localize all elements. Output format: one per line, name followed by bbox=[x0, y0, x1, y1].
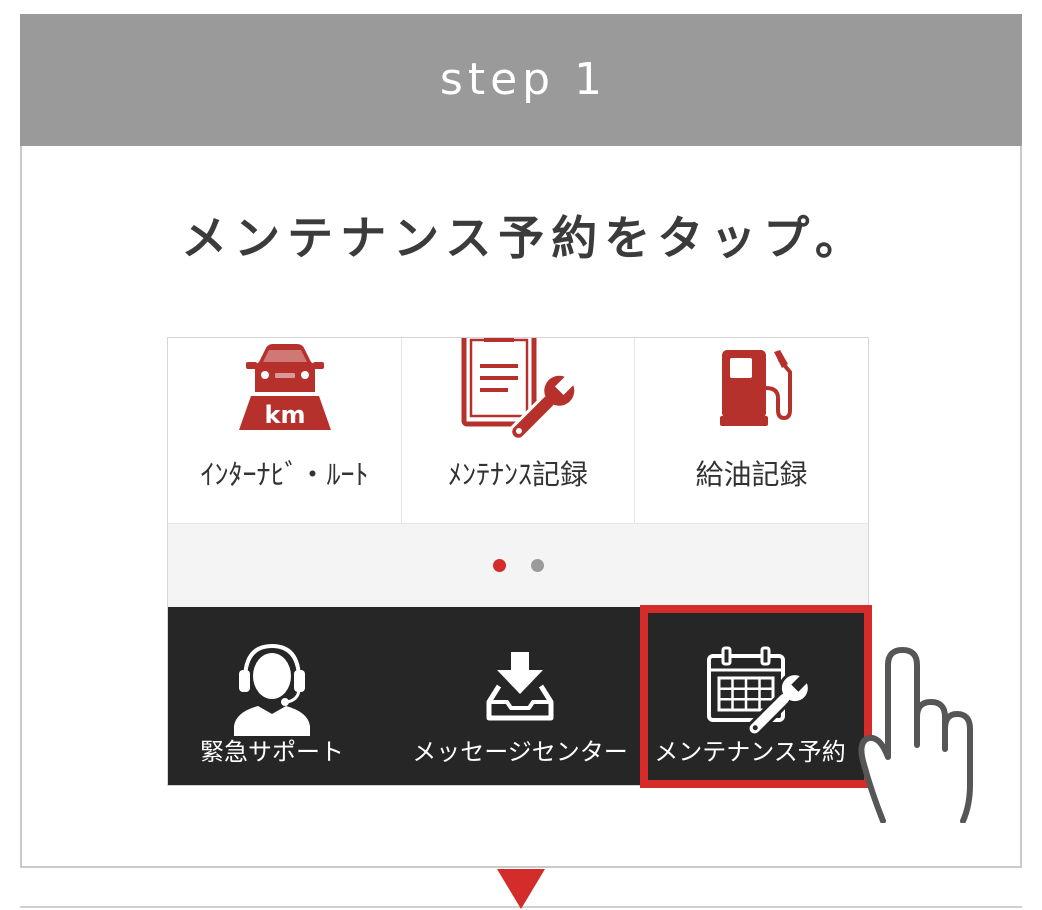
app-screenshot: km ｲﾝﾀｰﾅﾋﾞ・ﾙｰﾄ ﾒﾝﾃ bbox=[167, 337, 869, 786]
down-triangle-icon bbox=[497, 869, 545, 909]
step-label: step 1 bbox=[439, 54, 608, 105]
bar-item-label: メッセージセンター bbox=[412, 738, 628, 766]
km-icon-text: km bbox=[265, 401, 306, 429]
clipboard-wrench-icon bbox=[461, 338, 578, 441]
menu-item-inter-navi-route[interactable]: km ｲﾝﾀｰﾅﾋﾞ・ﾙｰﾄ bbox=[168, 338, 402, 523]
pagination-dot[interactable] bbox=[530, 559, 544, 572]
bar-item-label: 緊急サポート bbox=[200, 738, 344, 766]
step-header: step 1 bbox=[20, 14, 1022, 146]
menu-item-label: 給油記録 bbox=[695, 458, 808, 491]
pagination-dot-active[interactable] bbox=[492, 559, 506, 572]
download-tray-icon bbox=[486, 652, 554, 721]
menu-item-maintenance-record[interactable]: ﾒﾝﾃﾅﾝｽ記録 bbox=[402, 338, 635, 523]
pagination-dots bbox=[168, 523, 868, 607]
headset-operator-icon bbox=[234, 643, 310, 736]
bar-item-emergency-support[interactable]: 緊急サポート bbox=[168, 607, 376, 785]
menu-item-label: ｲﾝﾀｰﾅﾋﾞ・ﾙｰﾄ bbox=[200, 458, 369, 491]
calendar-wrench-icon bbox=[707, 646, 811, 737]
menu-item-label: ﾒﾝﾃﾅﾝｽ記録 bbox=[447, 458, 588, 491]
bar-item-label: メンテナンス予約 bbox=[654, 738, 846, 766]
instruction-title: メンテナンス予約をタップ。 bbox=[181, 211, 868, 265]
fuel-pump-icon bbox=[720, 350, 792, 426]
bar-item-maintenance-reservation[interactable]: メンテナンス予約 bbox=[638, 607, 862, 785]
menu-item-fuel-record[interactable]: 給油記録 bbox=[635, 338, 868, 523]
hand-pointer-icon bbox=[858, 647, 973, 823]
bottom-bar: 緊急サポート メッセージセンター bbox=[168, 607, 868, 785]
top-menu: km ｲﾝﾀｰﾅﾋﾞ・ﾙｰﾄ ﾒﾝﾃ bbox=[168, 338, 868, 523]
car-km-icon: km bbox=[239, 344, 331, 430]
highlight-frame bbox=[640, 605, 872, 788]
bar-item-message-center[interactable]: メッセージセンター bbox=[408, 607, 632, 785]
